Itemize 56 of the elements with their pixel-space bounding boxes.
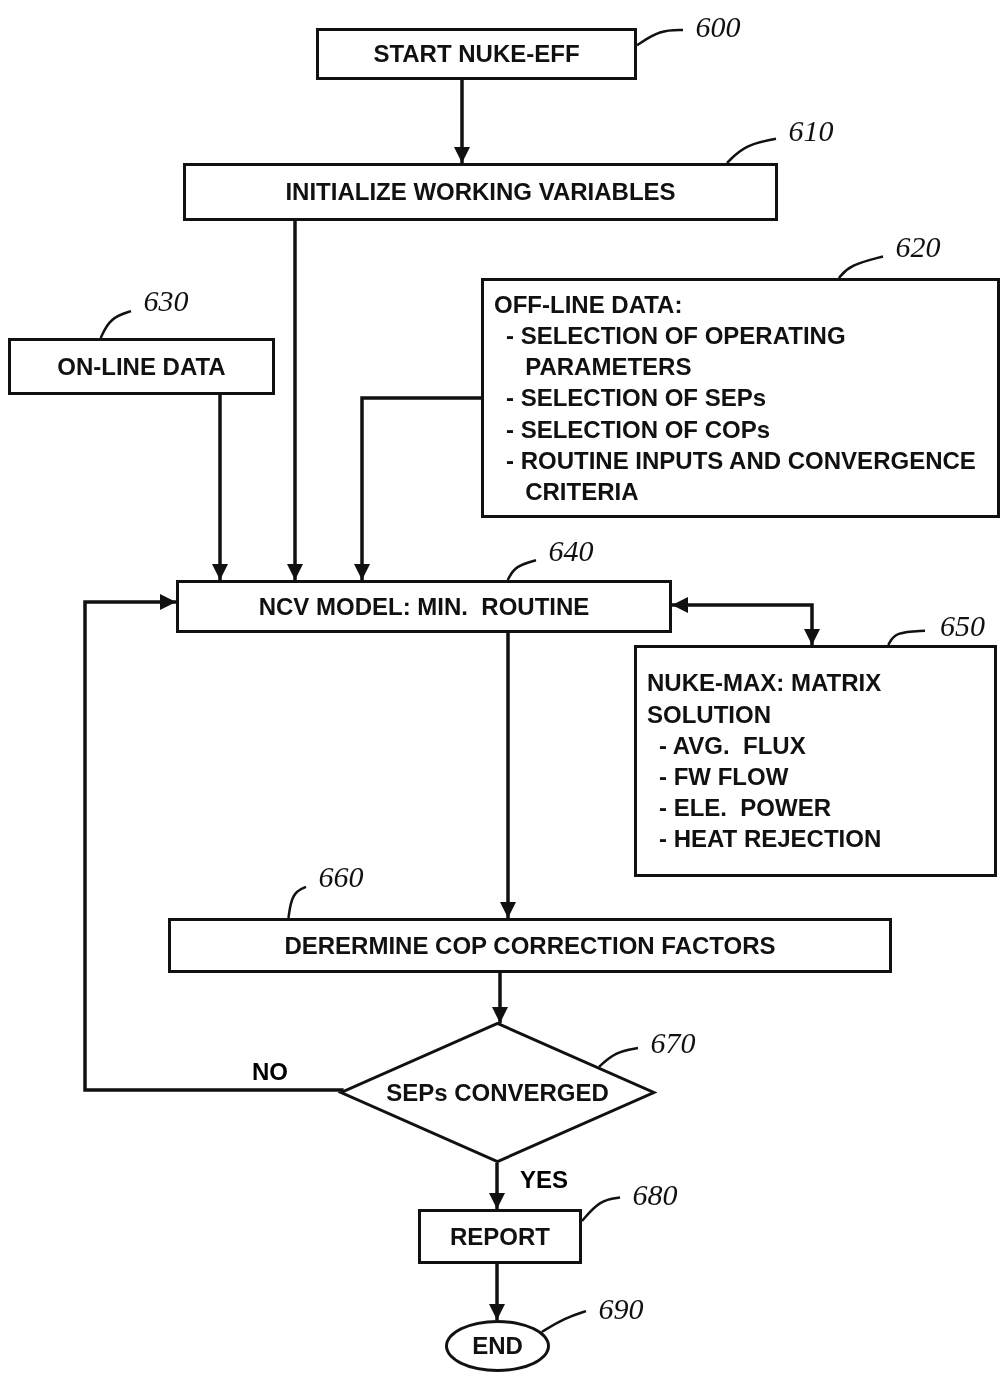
box-heading: OFF-LINE DATA: [494, 289, 683, 320]
arrow [672, 597, 820, 645]
arrow [489, 1264, 505, 1320]
leader-line [837, 255, 884, 279]
leader-line [506, 559, 537, 581]
process-box [418, 1209, 582, 1264]
reference-numeral: 650 [925, 607, 1000, 643]
box-text: NCV MODEL: MIN. ROUTINE [258, 591, 590, 622]
process-box [176, 580, 672, 633]
list-item: - FW FLOW [658, 762, 789, 792]
reference-numeral: 630 [131, 282, 201, 318]
arrow [287, 221, 303, 580]
list-item: - ELE. POWER [658, 793, 831, 824]
box-text: INITIALIZE WORKING VARIABLES [285, 177, 676, 208]
leader-line [598, 1046, 639, 1068]
list-item: - ROUTINE INPUTS AND CONVERGENCE CRITERIA [505, 445, 977, 507]
leader-line [581, 1196, 621, 1222]
leader-line [887, 629, 926, 646]
arrow [500, 633, 516, 918]
arrow [489, 1162, 505, 1209]
reference-numeral: 670 [638, 1024, 708, 1060]
leader-line [287, 885, 307, 919]
reference-numeral: 600 [683, 8, 753, 44]
list-item: - HEAT REJECTION [658, 824, 882, 855]
box-heading: NUKE-MAX: MATRIX SOLUTION [647, 668, 883, 730]
reference-numeral: 620 [883, 228, 953, 264]
process-box [8, 338, 275, 395]
reference-numeral: 640 [536, 532, 606, 568]
arrow [83, 594, 344, 1092]
box-text: START NUKE-EFF [373, 39, 580, 70]
data-box [634, 645, 997, 877]
list-item: - SELECTION OF COPs [505, 414, 771, 445]
box-text: END [472, 1331, 523, 1362]
process-box [183, 163, 778, 221]
data-box [481, 278, 1000, 518]
process-box [168, 918, 892, 973]
list-item: - AVG. FLUX [658, 730, 806, 761]
arrow [454, 80, 470, 163]
arrow [212, 395, 228, 580]
reference-numeral: 610 [776, 112, 846, 148]
list-item: - SELECTION OF SEPs [505, 383, 767, 414]
box-text: ON-LINE DATA [57, 351, 226, 382]
leader-line [99, 310, 132, 339]
arrow [354, 396, 481, 580]
terminal-oval [445, 1320, 550, 1372]
leader-line [636, 28, 683, 47]
box-text: REPORT [450, 1221, 550, 1252]
arrow [492, 973, 508, 1024]
reference-numeral: 680 [620, 1176, 690, 1212]
box-text: DERERMINE COP CORRECTION FACTORS [284, 930, 776, 961]
leader-line [726, 137, 777, 164]
process-box [316, 28, 637, 80]
list-item: - SELECTION OF OPERATING PARAMETERS [505, 321, 847, 383]
box-text: SEPs CONVERGED [386, 1077, 609, 1108]
reference-numeral: 660 [306, 858, 376, 894]
reference-numeral: 690 [586, 1290, 656, 1326]
